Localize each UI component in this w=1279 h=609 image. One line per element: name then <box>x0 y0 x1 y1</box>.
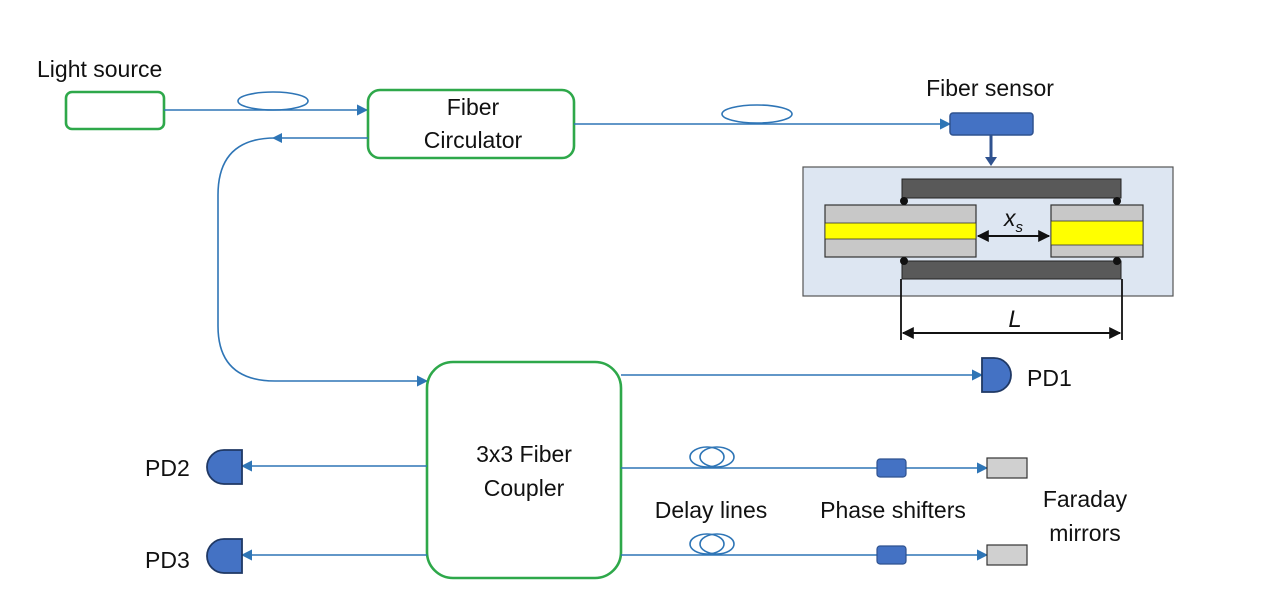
bond-point-bottom-right <box>1113 257 1121 265</box>
faraday-mirrors-label-line2: mirrors <box>1049 520 1121 546</box>
faraday-mirror-2 <box>986 544 1028 566</box>
delay-line-1-loop-a <box>689 446 725 468</box>
phase-shifters-label: Phase shifters <box>820 497 966 523</box>
delay-line-2-loop-a <box>689 533 725 555</box>
coupler-label-line2: Coupler <box>484 475 565 501</box>
fiber-spool-2 <box>721 104 793 124</box>
sensor-connector-arrowhead <box>985 157 997 166</box>
delay-line-1-loop-b <box>699 446 735 468</box>
capillary-tube-bottom <box>901 260 1122 280</box>
photodetector-pd2 <box>206 449 243 485</box>
capillary-tube-top <box>901 178 1122 199</box>
right-fiber-core <box>1050 220 1144 246</box>
left-fiber-core <box>824 222 977 240</box>
delay-lines-label: Delay lines <box>655 497 768 523</box>
coupler-label-line1: 3x3 Fiber <box>476 441 572 467</box>
photodetector-pd1 <box>981 357 1012 393</box>
return-arrowhead <box>272 133 282 143</box>
pd3-label: PD3 <box>145 547 190 573</box>
light-source-box <box>64 90 166 131</box>
phase-shifter-1 <box>876 458 907 478</box>
faraday-mirrors-label-line1: Faraday <box>1043 486 1128 512</box>
pd1-label: PD1 <box>1027 365 1072 391</box>
bond-point-top-right <box>1113 197 1121 205</box>
fiber-sensor-head <box>949 112 1034 136</box>
bond-point-bottom-left <box>900 257 908 265</box>
delay-line-2-loop-b <box>699 533 735 555</box>
fiber-sensor-label: Fiber sensor <box>926 75 1054 101</box>
light-source-label: Light source <box>37 56 162 82</box>
bond-point-top-left <box>900 197 908 205</box>
faraday-mirror-1 <box>986 457 1028 479</box>
pd2-label: PD2 <box>145 455 190 481</box>
phase-shifter-2 <box>876 545 907 565</box>
circulator-label-line2: Circulator <box>424 127 523 153</box>
gap-symbol: xs <box>1003 205 1024 236</box>
fiber-spool-1 <box>237 91 309 111</box>
fiber-coupler-box <box>425 360 623 580</box>
length-symbol: L <box>1008 306 1021 333</box>
photodetector-pd3 <box>206 538 243 574</box>
circulator-label-line1: Fiber <box>447 94 500 120</box>
fiber-circulator-to-coupler <box>217 137 429 387</box>
